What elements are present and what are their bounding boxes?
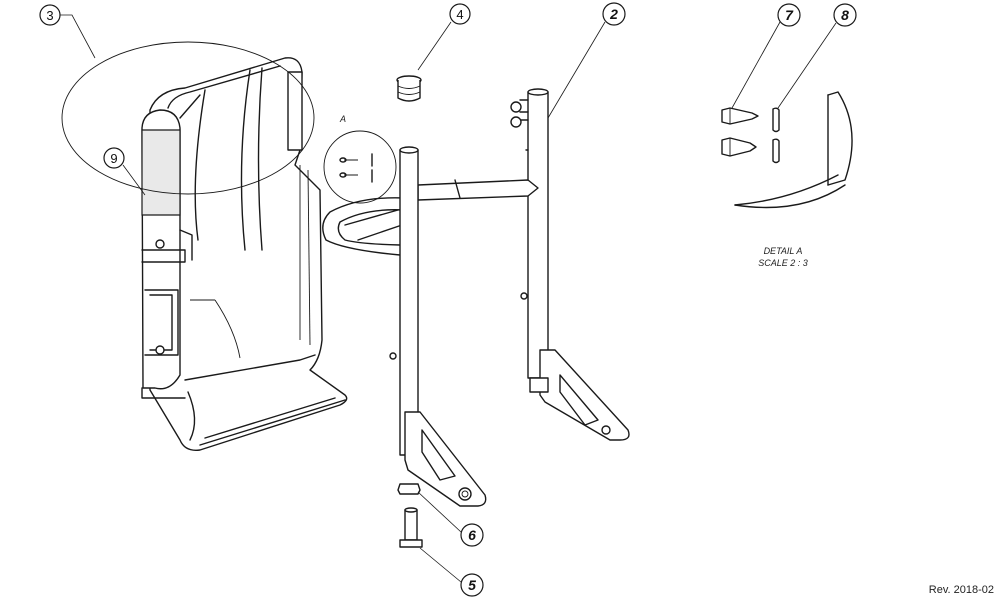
balloon-7-label: 7 bbox=[785, 7, 794, 23]
calf-pad-part bbox=[141, 57, 348, 451]
balloon-9-label: 9 bbox=[110, 151, 117, 166]
balloon-4 bbox=[449, 3, 471, 25]
balloon-9 bbox=[103, 147, 125, 169]
balloon-6-label: 6 bbox=[468, 527, 476, 543]
balloon-5 bbox=[460, 573, 484, 597]
balloon-3-label: 3 bbox=[46, 8, 53, 23]
detail-a-view: DETAIL A SCALE 2 : 3 bbox=[721, 91, 853, 268]
bolt-part bbox=[399, 507, 423, 548]
detail-a-callout: A bbox=[323, 114, 397, 204]
balloon-7 bbox=[777, 3, 801, 27]
balloon-4-label: 4 bbox=[456, 7, 463, 22]
end-cap-part bbox=[396, 75, 422, 102]
nut-part bbox=[397, 483, 421, 495]
detail-ellipse bbox=[61, 41, 315, 195]
balloon-5-label: 5 bbox=[468, 577, 476, 593]
hanger-frame-part bbox=[322, 88, 630, 507]
detail-title: DETAIL A bbox=[764, 246, 803, 256]
detail-scale: SCALE 2 : 3 bbox=[758, 258, 808, 268]
balloon-8-label: 8 bbox=[841, 7, 849, 23]
revision-label: Rev. 2018-02 bbox=[928, 584, 994, 596]
balloon-3 bbox=[39, 4, 61, 26]
balloon-2 bbox=[602, 2, 626, 26]
balloon-8 bbox=[833, 3, 857, 27]
detail-view-letter: A bbox=[339, 114, 346, 124]
balloon-2-label: 2 bbox=[609, 6, 618, 22]
balloon-6 bbox=[460, 523, 484, 547]
